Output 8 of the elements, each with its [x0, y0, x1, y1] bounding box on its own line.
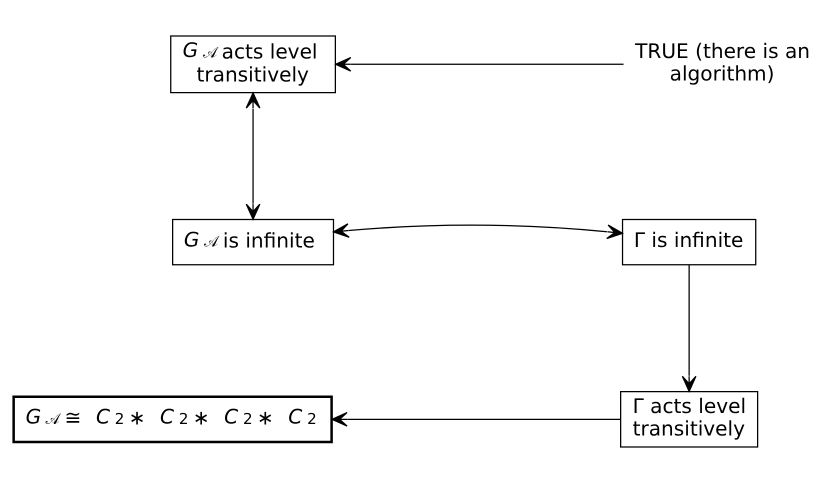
arrow: [682, 264, 697, 392]
arrow: [335, 56, 624, 72]
node-box: Γ is infinite: [622, 218, 756, 266]
node-box: Γ acts level transitively: [620, 391, 758, 448]
arrow: [331, 412, 620, 427]
arrow: [332, 223, 624, 240]
arrow: [246, 92, 260, 220]
node-text: TRUE (there is an algorithm): [635, 38, 810, 86]
